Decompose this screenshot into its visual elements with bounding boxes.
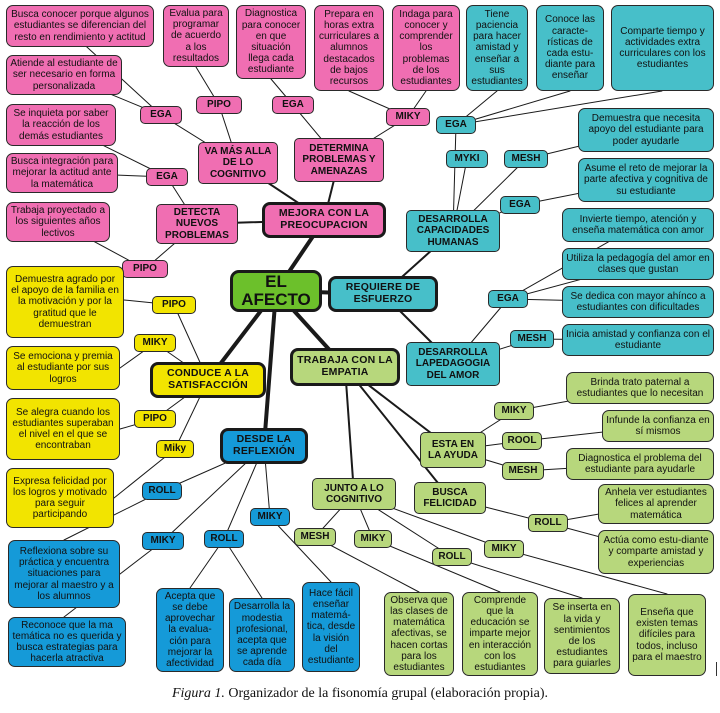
green-box: Actúa como estu-diante y comparte amista… bbox=[598, 530, 714, 574]
label-roll: ROLL bbox=[528, 514, 568, 532]
header-conduce: CONDUCE A LA SATISFACCIÓN bbox=[150, 362, 266, 398]
green-box: Brinda trato paternal a estudiantes que … bbox=[566, 372, 714, 404]
blue-box: Acepta que se debe aprovechar la evalua-… bbox=[156, 588, 224, 672]
green-box: Anhela ver estudiantes felices al aprend… bbox=[598, 484, 714, 524]
subheader-ayuda: ESTA EN LA AYUDA bbox=[420, 432, 486, 468]
label-roll: ROLL bbox=[204, 530, 244, 548]
label-mesh: MESH bbox=[294, 528, 336, 546]
green-box: Enseña que existen temas difíciles para … bbox=[628, 594, 706, 676]
label-rool: ROOL bbox=[502, 432, 542, 450]
blue-box: Desarrolla la modestia profesional, acep… bbox=[229, 598, 295, 672]
connector-line bbox=[455, 90, 663, 126]
connector-line bbox=[344, 366, 451, 499]
label-ega: EGA bbox=[488, 290, 528, 308]
label-pipo: PIPO bbox=[134, 410, 176, 428]
teal-box: Se dedica con mayor ahínco a estudiantes… bbox=[562, 286, 714, 318]
pink-box: Diagnostica para conocer en que situació… bbox=[236, 5, 306, 79]
pink-box: Trabaja proyectado a los siguientes años… bbox=[6, 202, 110, 242]
teal-box: Utiliza la pedagogía del amor en clases … bbox=[562, 248, 714, 280]
teal-box: Comparte tiempo y actividades extra curr… bbox=[611, 5, 714, 91]
label-roll: ROLL bbox=[432, 548, 472, 566]
figure-caption: Figura 1. Organizador de la fisonomía gr… bbox=[0, 686, 720, 702]
blue-box: Reconoce que la ma temática no es querid… bbox=[8, 617, 126, 667]
green-box: Diagnostica el problema del estudiante p… bbox=[566, 448, 714, 480]
blue-box: Reflexiona sobre su práctica y encuentra… bbox=[8, 540, 120, 608]
yellow-box: Se emociona y premia al estudiante por s… bbox=[6, 346, 120, 390]
pink-box: Atiende al estudiante de ser necesario e… bbox=[6, 55, 122, 95]
yellow-box: Demuestra agrado por el apoyo de la fami… bbox=[6, 266, 124, 338]
label-miky: MIKY bbox=[484, 540, 524, 558]
label-ega: EGA bbox=[146, 168, 188, 186]
label-miky: MIKY bbox=[250, 508, 290, 526]
label-mesh: MESH bbox=[502, 462, 544, 480]
connector-line bbox=[314, 536, 420, 593]
label-miky: MIKY bbox=[134, 334, 176, 352]
teal-box: Demuestra que necesita apoyo del estudia… bbox=[578, 108, 714, 152]
label-roll: ROLL bbox=[142, 482, 182, 500]
label-ega: EGA bbox=[436, 116, 476, 134]
label-miky: Miky bbox=[156, 440, 194, 458]
pink-box: Busca integración para mejorar la actitu… bbox=[6, 153, 118, 193]
pink-box: Evalua para programar de acuerdo a los r… bbox=[163, 5, 229, 67]
pink-box: Indaga para conocer y comprender los pro… bbox=[392, 5, 460, 91]
header-requiere: REQUIERE DE ESFUERZO bbox=[328, 276, 438, 312]
label-miky: MIKY bbox=[354, 530, 392, 548]
label-pipo: PIPO bbox=[122, 260, 168, 278]
label-ega: EGA bbox=[500, 196, 540, 214]
subheader-determina: DETERMINA PROBLEMAS Y AMENAZAS bbox=[294, 138, 384, 182]
central-node: EL AFECTO bbox=[230, 270, 322, 312]
pink-box: Se inquieta por saber la reacción de los… bbox=[6, 104, 116, 146]
teal-box: Tiene paciencia para hacer amistad y ens… bbox=[466, 5, 528, 91]
subheader-detecta: DETECTA NUEVOS PROBLEMAS bbox=[156, 204, 238, 244]
green-box: Comprende que la educación se imparte me… bbox=[462, 592, 538, 676]
connector-line bbox=[262, 289, 278, 448]
subheader-pedagogia: DESARROLLA LAPEDAGOGIA DEL AMOR bbox=[406, 342, 500, 386]
teal-box: Conoce las caracte-rísticas de cada estu… bbox=[536, 5, 604, 91]
label-ega: EGA bbox=[272, 96, 314, 114]
label-myki: MYKI bbox=[446, 150, 488, 168]
concept-map: EL AFECTO MEJORA CON LA PREOCUPACION REQ… bbox=[6, 5, 714, 676]
subheader-va-mas-alla: VA MÁS ALLA DE LO COGNITIVO bbox=[198, 142, 278, 184]
label-ega: EGA bbox=[140, 106, 182, 124]
header-mejora: MEJORA CON LA PREOCUPACION bbox=[262, 202, 386, 238]
yellow-box: Expresa felicidad por los logros y motiv… bbox=[6, 468, 114, 528]
label-pipo: PIPO bbox=[196, 96, 242, 114]
label-miky: MIKY bbox=[142, 532, 184, 550]
pink-box: Prepara en horas extra curriculares a al… bbox=[314, 5, 384, 91]
label-mesh: MESH bbox=[504, 150, 548, 168]
teal-box: Inicia amistad y confianza con el estudi… bbox=[562, 324, 714, 356]
connector-line bbox=[503, 548, 668, 595]
subheader-junto: JUNTO A LO COGNITIVO bbox=[312, 478, 396, 510]
header-desde: DESDE LA REFLEXIÓN bbox=[220, 428, 308, 464]
green-box: Se inserta en la vida y sentimientos de … bbox=[544, 598, 620, 674]
green-box: Infunde la confianza en sí mismos bbox=[602, 410, 714, 442]
connector-line bbox=[344, 366, 355, 495]
label-mesh: MESH bbox=[510, 330, 554, 348]
caption-text: Organizador de la fisonomía grupal (elab… bbox=[228, 686, 549, 701]
header-trabaja: TRABAJA CON LA EMPATIA bbox=[290, 348, 400, 386]
connector-line bbox=[451, 556, 583, 599]
margin-mark bbox=[716, 662, 717, 676]
blue-box: Hace fácil enseñar matemá-tica, desde la… bbox=[302, 582, 360, 672]
subheader-felicidad: BUSCA FELICIDAD bbox=[414, 482, 486, 514]
label-miky: MIKY bbox=[494, 402, 534, 420]
connector-line bbox=[269, 516, 332, 583]
yellow-box: Se alegra cuando los estudiantes superab… bbox=[6, 398, 120, 460]
subheader-capacidades: DESARROLLA CAPACIDADES HUMANAS bbox=[406, 210, 500, 252]
teal-box: Asume el reto de mejorar la parte afecti… bbox=[578, 158, 714, 202]
label-pipo: PIPO bbox=[152, 296, 196, 314]
caption-figure-number: Figura 1. bbox=[171, 686, 225, 701]
pink-box: Busca conocer porque algunos estudiantes… bbox=[6, 5, 154, 47]
green-box: Observa que las clases de matemática afe… bbox=[384, 592, 454, 676]
connector-line bbox=[223, 538, 263, 599]
teal-box: Invierte tiempo, atención y enseña matem… bbox=[562, 208, 714, 242]
label-miky: MIKY bbox=[386, 108, 430, 126]
